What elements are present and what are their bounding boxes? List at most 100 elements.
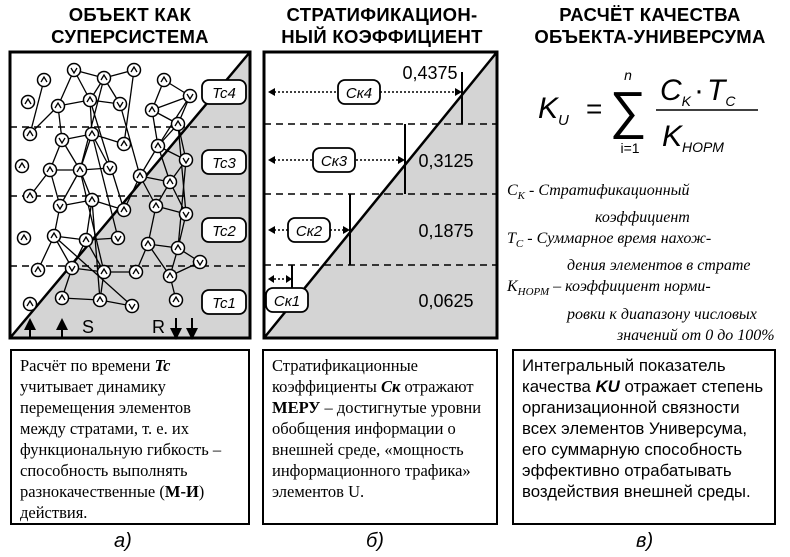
network-node — [150, 138, 166, 154]
network-node — [148, 198, 164, 214]
network-node-arrow — [132, 267, 140, 275]
network-node-arrow — [148, 105, 156, 113]
network-node-arrow — [100, 73, 108, 81]
network-node-arrow — [58, 293, 66, 301]
network-node-arrow — [34, 265, 42, 273]
network-node — [178, 206, 194, 222]
network-node-arrow — [88, 195, 96, 203]
network-node-arrow — [114, 235, 122, 243]
network-node — [50, 98, 66, 114]
network-node — [42, 162, 58, 178]
network-node-arrow — [106, 165, 114, 173]
network-node-arrow — [152, 201, 160, 209]
network-node — [46, 228, 62, 244]
network-node — [84, 192, 100, 208]
s-label: S — [82, 317, 94, 337]
network-node — [170, 240, 186, 256]
network-node-arrow — [128, 303, 136, 311]
ck3-label: Ск3 — [321, 153, 348, 170]
network-node-arrow — [182, 211, 190, 219]
network-node-arrow — [186, 93, 194, 101]
network-node-arrow — [58, 137, 66, 145]
network-node-arrow — [96, 295, 104, 303]
legend: СК - Стратификационный коэффициент TС - … — [507, 182, 775, 344]
network-node-arrow — [88, 129, 96, 137]
description-c: Интегральный показатель качества KU отра… — [512, 349, 776, 525]
network-link — [123, 69, 135, 145]
network-node — [14, 158, 30, 174]
network-node-arrow — [24, 97, 32, 105]
network-node — [22, 188, 38, 204]
svg-text:i=1: i=1 — [620, 140, 639, 156]
network-node — [20, 94, 36, 110]
formula: KU = n ∑ i=1 CK·TC KНОРМ — [538, 67, 758, 156]
svg-text:KU: KU — [538, 92, 569, 129]
network-node — [162, 174, 178, 190]
sigma-icon: ∑ — [609, 82, 646, 140]
network-link — [79, 169, 107, 274]
description-b: Стратификационные коэффициенты Cк отража… — [262, 349, 498, 525]
r-label: R — [152, 317, 165, 337]
tc-labels: Tc4 Tc3 Tc2 Tc1 — [201, 79, 247, 315]
network-node-arrow — [68, 265, 76, 273]
network-node — [124, 298, 140, 314]
network-link — [89, 99, 126, 212]
network-node-arrow — [82, 235, 90, 243]
network-link — [77, 77, 105, 172]
network-node-arrow — [70, 67, 78, 75]
network-node — [16, 230, 32, 246]
svg-text:n: n — [624, 67, 632, 83]
ck2-label: Ск2 — [296, 223, 323, 240]
tc1-label: Tc1 — [212, 295, 236, 312]
network-node-arrow — [100, 267, 108, 275]
network-node-arrow — [86, 95, 94, 103]
network-node-arrow — [130, 65, 138, 73]
network-node — [182, 88, 198, 104]
network-node — [96, 70, 112, 86]
svg-text:=: = — [586, 93, 602, 124]
network-node-arrow — [18, 161, 26, 169]
tc4-label: Tc4 — [212, 85, 236, 102]
network-node-arrow — [166, 177, 174, 185]
network-node-arrow — [50, 231, 58, 239]
network-node — [36, 72, 52, 88]
network-node — [192, 254, 208, 270]
tc2-label: Tc2 — [212, 223, 236, 240]
description-a: Расчёт по времени Tc учитывает динамику … — [10, 349, 250, 525]
network-node — [178, 152, 194, 168]
caption-c: в) — [636, 530, 654, 552]
network-node — [116, 136, 132, 152]
network-node — [64, 260, 80, 276]
network-node-arrow — [174, 243, 182, 251]
io-arrows — [24, 318, 198, 340]
svg-text:CK·TC: CK·TC — [660, 74, 736, 109]
network-node — [22, 126, 38, 142]
value-ck2: 0,1875 — [418, 221, 473, 241]
network-node — [30, 262, 46, 278]
tc3-label: Tc3 — [212, 155, 236, 172]
value-ck1: 0,0625 — [418, 291, 473, 311]
value-ck3: 0,3125 — [418, 151, 473, 171]
network-link — [177, 123, 187, 215]
network-node-arrow — [20, 233, 28, 241]
network-node — [54, 132, 70, 148]
network-link — [91, 199, 101, 301]
network-node — [156, 72, 172, 88]
network-node — [132, 168, 148, 184]
network-node — [78, 232, 94, 248]
network-node-arrow — [160, 75, 168, 83]
network-link — [91, 133, 119, 239]
header-b: СТРАТИФИКАЦИОН- НЫЙ КОЭФФИЦИЕНТ — [281, 4, 483, 47]
element-nodes — [14, 62, 208, 314]
network-link — [53, 235, 133, 307]
network-node — [84, 126, 100, 142]
network-node — [72, 162, 88, 178]
network-node-arrow — [182, 157, 190, 165]
network-node-arrow — [76, 165, 84, 173]
network-node — [112, 96, 128, 112]
header-a: ОБЪЕКТ КАК СУПЕРСИСТЕМА — [51, 4, 209, 47]
network-node-arrow — [144, 239, 152, 247]
value-ck4: 0,4375 — [402, 63, 457, 83]
network-node — [126, 62, 142, 78]
